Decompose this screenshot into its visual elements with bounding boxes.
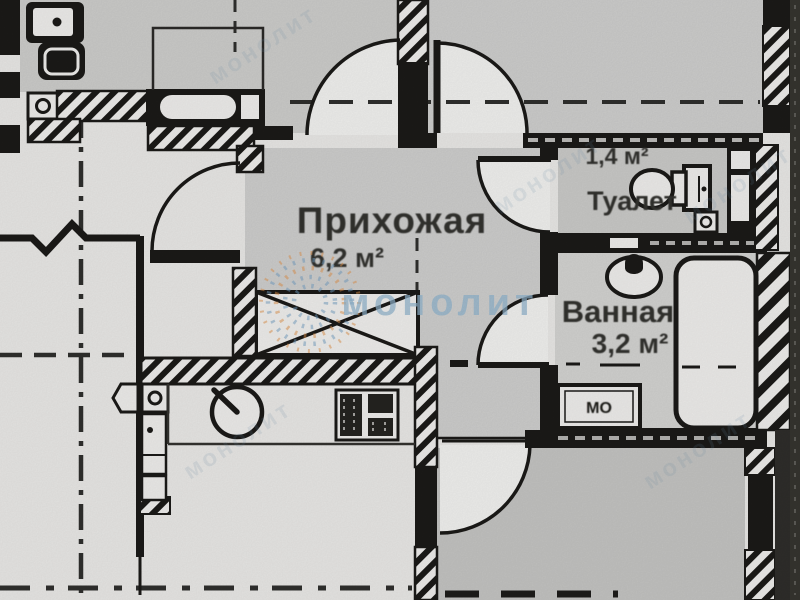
scan-grain-overlay bbox=[0, 0, 800, 600]
floor-plan-drawing: МО Прихожая 6,2 м² 1,4 м² Туалет Ванная … bbox=[0, 0, 800, 600]
floor-plan-scan: МО Прихожая 6,2 м² 1,4 м² Туалет Ванная … bbox=[0, 0, 800, 600]
